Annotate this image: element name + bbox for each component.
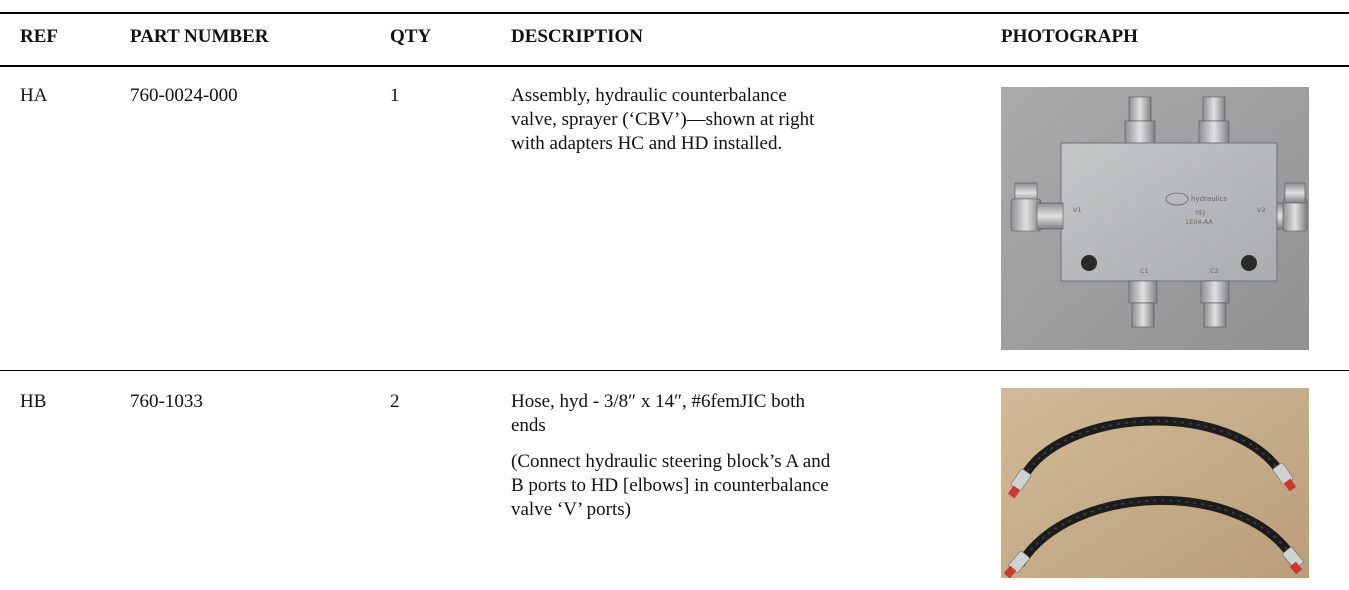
description-note: (Connect hydraulic steering block’s A an…	[511, 451, 831, 520]
header-bottom-rule	[0, 65, 1349, 67]
counterbalance-valve-image: hydraulics YEJ 1E04-AA V1 V2 C1 C2	[1001, 87, 1309, 350]
port-v2-label: V2	[1257, 206, 1266, 214]
port-c1-label: C1	[1140, 267, 1149, 275]
hydraulic-hoses-image	[1001, 388, 1309, 578]
hose-fitting	[1003, 551, 1030, 578]
row-description: Assembly, hydraulic counterbalance valve…	[511, 84, 831, 156]
brand-logo-icon	[1165, 192, 1189, 206]
hose-photo	[1001, 388, 1309, 578]
valve-brand-marking: hydraulics	[1191, 195, 1227, 203]
hose-fitting	[1007, 468, 1032, 499]
table-top-rule	[0, 12, 1349, 14]
description-text: Hose, hyd - 3/8″ x 14″, #6femJIC both en…	[511, 391, 805, 436]
port-v1-label: V1	[1073, 206, 1082, 214]
row-ref: HA	[20, 85, 48, 106]
header-ref: REF	[20, 26, 58, 47]
header-qty: QTY	[390, 26, 432, 47]
valve-model-marking: YEJ	[1194, 209, 1205, 217]
row-part-number: 760-0024-000	[130, 85, 238, 106]
header-photograph: PHOTOGRAPH	[1001, 26, 1138, 47]
row-qty: 2	[390, 391, 400, 412]
hose-fitting	[1272, 462, 1297, 492]
valve-code-marking: 1E04-AA	[1185, 218, 1213, 226]
hose-fitting	[1282, 547, 1304, 575]
header-part-number: PART NUMBER	[130, 26, 269, 47]
header-description: DESCRIPTION	[511, 26, 643, 47]
row-ref: HB	[20, 391, 47, 412]
port-c2-label: C2	[1210, 267, 1219, 275]
row-separator	[0, 370, 1349, 371]
row-part-number: 760-1033	[130, 391, 203, 412]
row-description: Hose, hyd - 3/8″ x 14″, #6femJIC both en…	[511, 390, 841, 522]
description-text: Assembly, hydraulic counterbalance valve…	[511, 85, 815, 154]
valve-photo: hydraulics YEJ 1E04-AA V1 V2 C1 C2	[1001, 87, 1309, 350]
row-qty: 1	[390, 85, 400, 106]
